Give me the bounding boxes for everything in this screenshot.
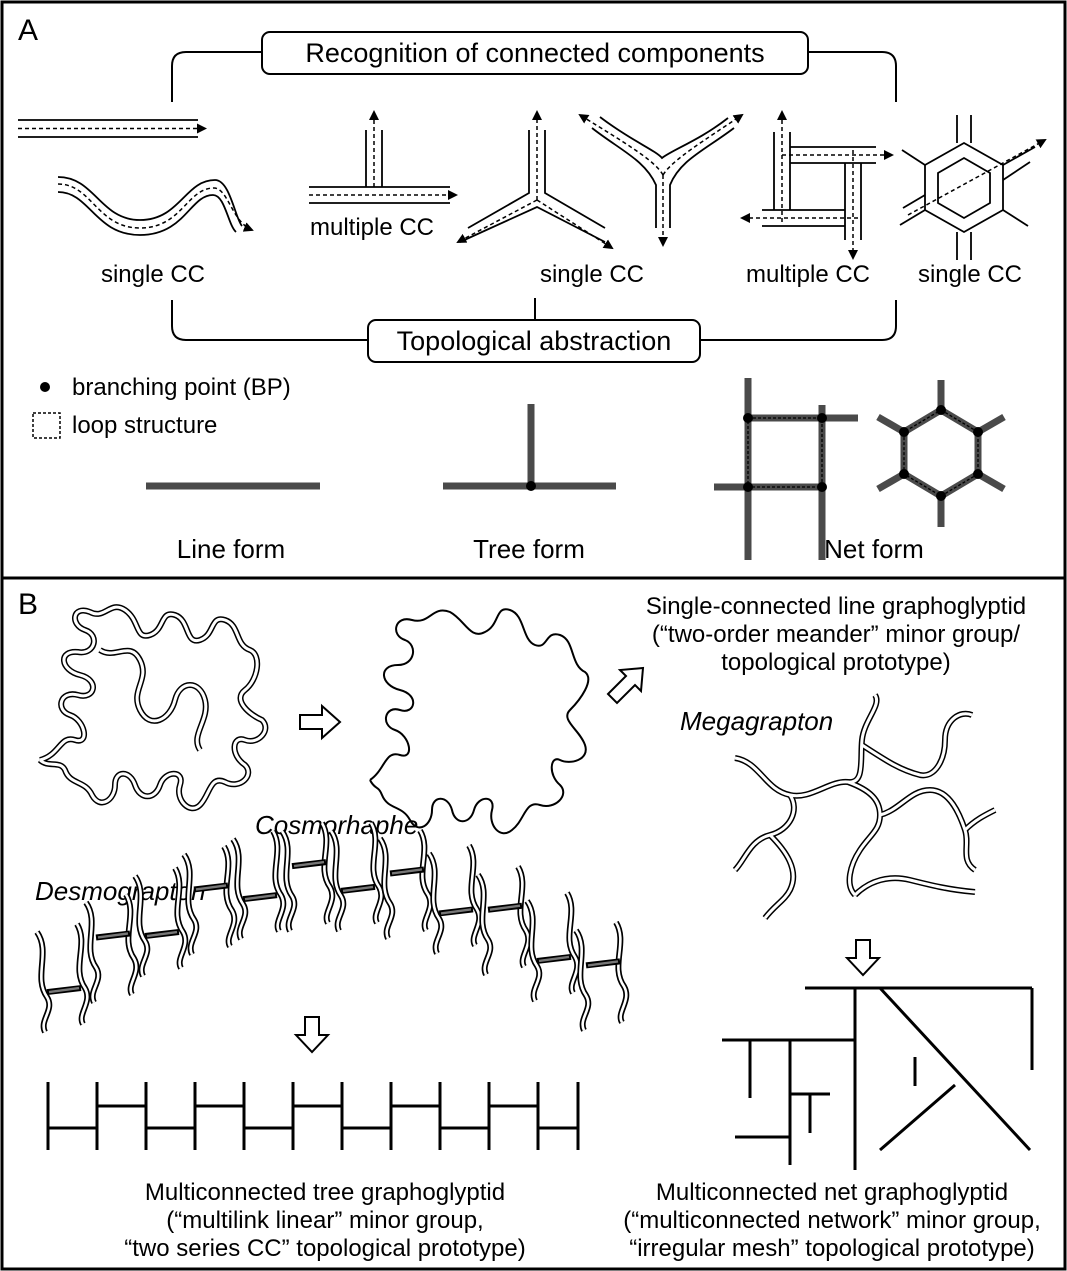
recognition-bracket [171,51,897,102]
panel-b-letter: B [18,588,38,621]
svg-text:(“two-order meander” minor gro: (“two-order meander” minor group/ [652,621,1020,648]
desmograpton-trace [34,821,630,1034]
arrow-down-icon-tree [293,1016,331,1054]
svg-text:“two series CC” topological pr: “two series CC” topological prototype) [124,1235,526,1262]
svg-text:(“multilink linear” minor grou: (“multilink linear” minor group, [166,1207,483,1234]
panel-b: B Cosmorhaphe Single-connected line grap… [18,588,1041,1262]
panel-a: A Recognition of connected components si… [18,14,1047,564]
cc-label-multiple-t: multiple CC [310,214,434,241]
net-form-label: Net form [824,534,924,564]
net-form-grid-shape [714,378,858,560]
abstraction-bracket [171,298,897,341]
wavy-cc-icon [57,176,254,236]
legend-branching-point: branching point (BP) [72,374,291,401]
arrow-upright-icon [606,666,645,705]
grid-cc-icon [740,110,894,260]
recognition-title: Recognition of connected components [305,38,764,68]
caption-line-graphoglyptid: Single-connected line graphoglyptid (“tw… [646,593,1026,676]
recognition-box [261,31,809,75]
tree-form-shape [443,404,616,491]
svg-text:topological prototype): topological prototype) [721,649,950,676]
cosmorhaphe-simplified-trace [369,608,590,835]
y-junction-icon [456,110,614,250]
branching-point-legend-icon [40,382,50,392]
caption-tree-graphoglyptid: Multiconnected tree graphoglyptid (“mult… [124,1179,526,1262]
cosmorhaphe-trace [37,604,269,812]
t-junction-icon [309,110,458,204]
curved-y-junction-icon [578,113,744,247]
cc-label-single-mid: single CC [540,261,644,288]
irregular-mesh-shape [722,986,1034,1170]
straight-cc-icon [18,119,207,138]
svg-text:“irregular mesh” topological p: “irregular mesh” topological prototype) [629,1235,1035,1262]
legend-loop-structure: loop structure [72,412,217,439]
arrow-down-icon-net [844,939,882,977]
cc-label-single-left: single CC [101,261,205,288]
loop-structure-legend-icon [32,412,61,439]
svg-text:(“multiconnected network” mino: (“multiconnected network” minor group, [623,1207,1041,1234]
megagrapton-trace [732,693,997,920]
caption-net-graphoglyptid: Multiconnected net graphoglyptid (“multi… [623,1179,1041,1262]
line-form-label: Line form [177,534,285,564]
abstraction-title: Topological abstraction [397,326,672,356]
tree-form-label: Tree form [473,534,585,564]
taxon-megagrapton: Megagrapton [680,706,833,736]
net-form-hexagon-shape [876,380,1006,527]
svg-text:Multiconnected net graphoglypt: Multiconnected net graphoglyptid [656,1179,1008,1206]
two-series-cc-shape [46,1082,580,1150]
abstraction-box [367,319,701,363]
cc-label-single-hex: single CC [918,261,1022,288]
arrow-right-icon [299,703,342,741]
svg-text:Multiconnected tree graphoglyp: Multiconnected tree graphoglyptid [145,1179,505,1206]
hexagon-cc-icon [899,115,1047,260]
panel-a-letter: A [18,14,38,47]
svg-text:Single-connected line graphogl: Single-connected line graphoglyptid [646,593,1026,620]
cc-label-multiple-grid: multiple CC [746,261,870,288]
